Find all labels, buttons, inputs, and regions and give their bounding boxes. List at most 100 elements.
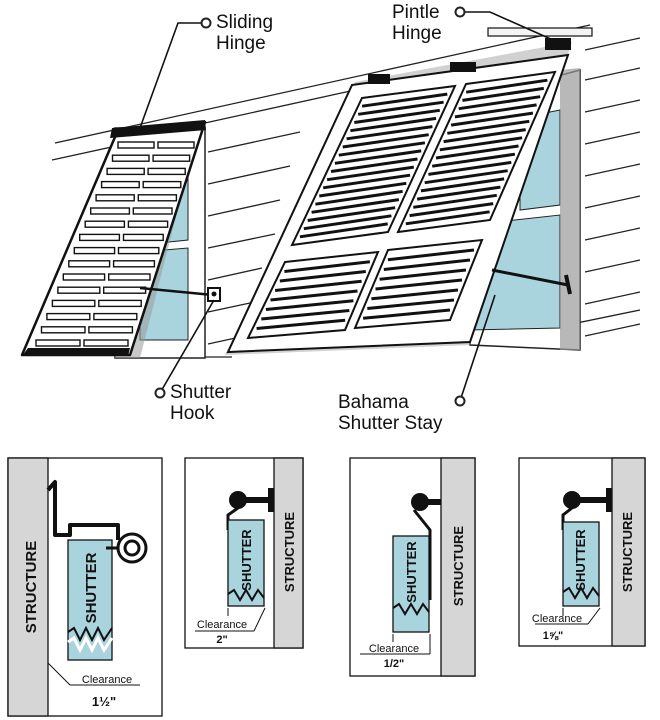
louver-blade <box>462 86 545 102</box>
bahama-stay-line-1: Bahama <box>338 392 409 413</box>
louver-blade <box>311 198 400 214</box>
louver-blade <box>447 119 530 135</box>
louver-slot <box>100 180 140 189</box>
louver-blade <box>409 202 494 218</box>
louver-blade <box>270 289 358 302</box>
louver-blade <box>315 189 403 206</box>
shutter-hook-line-1: Shutter <box>170 382 232 403</box>
louver-slot <box>51 299 96 308</box>
sliding-hinge-line-2: Hinge <box>216 33 266 54</box>
louver-slot <box>107 273 151 281</box>
louver-slot <box>68 260 111 268</box>
pintle-hinge-line-2: Hinge <box>392 23 442 44</box>
louver-slot <box>111 154 150 162</box>
louver-blade <box>346 125 433 141</box>
louver-blade <box>261 309 350 321</box>
louver-slot <box>106 167 145 176</box>
louver-blade <box>383 258 471 271</box>
detail-1-clearance-label: Clearance <box>82 674 132 686</box>
louver-blade <box>284 260 371 273</box>
louver-blade <box>256 318 346 330</box>
louver-blade <box>279 270 366 283</box>
shutter-hook-line-2: Hook <box>170 403 215 424</box>
sliding-hinge-line-1: Sliding <box>216 12 274 33</box>
louver-blade <box>431 152 516 168</box>
detail-4-shutter-label: SHUTTER <box>573 529 588 591</box>
detail-3-structure-label: STRUCTURE <box>451 526 466 606</box>
detail-panel-4 <box>518 457 646 647</box>
louver-slot <box>57 286 101 294</box>
louver-blade <box>413 193 498 209</box>
bahama-stay-hardware <box>491 268 572 295</box>
louver-slot <box>147 167 186 176</box>
louver-blade <box>330 157 418 173</box>
shutter-hook-callout: Shutter Hook <box>170 382 231 424</box>
louver-blade <box>361 92 448 108</box>
bahama-stay-line-2: Shutter Stay <box>338 413 443 434</box>
louver-slot <box>127 220 169 228</box>
louver-blade <box>326 165 415 182</box>
louver-blade <box>454 103 537 119</box>
left-bermuda-shutter <box>20 120 207 357</box>
louver-blade <box>350 116 437 133</box>
detail-3-clearance-label: Clearance <box>369 643 419 655</box>
detail-1-shutter-label: SHUTTER <box>83 552 100 623</box>
louver-slot <box>102 286 147 294</box>
detail-1-clearance-value: 1½" <box>92 694 116 709</box>
louver-slot <box>98 299 142 308</box>
louver-blade <box>362 308 451 320</box>
detail-4-clearance-value: 1⅝" <box>543 630 564 642</box>
louver-blade <box>458 95 541 111</box>
louver-slot <box>62 273 106 281</box>
left-shutter-louvers <box>35 141 195 347</box>
detail-2-clearance-label: Clearance <box>197 619 247 631</box>
louver-blade <box>443 128 526 144</box>
louver-blade <box>357 100 444 116</box>
louver-blade <box>428 160 512 176</box>
louver-blade <box>299 222 388 239</box>
right-bahama-shutter <box>225 27 593 355</box>
louver-blade <box>265 299 354 311</box>
louver-blade <box>307 206 396 222</box>
detail-panel-3 <box>349 457 476 677</box>
louver-blade <box>322 173 411 190</box>
louver-blade <box>379 268 467 281</box>
louver-blade <box>367 298 455 310</box>
detail-4-structure-label: STRUCTURE <box>620 512 635 592</box>
detail-4-clearance-label: Clearance <box>532 613 582 625</box>
louver-slot <box>78 233 121 242</box>
detail-3-shutter-label: SHUTTER <box>404 541 419 603</box>
louver-slot <box>89 207 131 215</box>
louver-blade <box>338 141 426 157</box>
louver-slot <box>83 339 129 347</box>
louver-slot <box>93 312 138 321</box>
detail-3-clearance-value: 1/2" <box>384 658 405 670</box>
louver-blade <box>274 279 362 292</box>
detail-2-structure-label: STRUCTURE <box>282 512 297 592</box>
louver-blade <box>375 278 463 291</box>
detail-2-shutter-label: SHUTTER <box>239 529 254 591</box>
louver-slot <box>152 154 191 162</box>
louver-blade <box>387 248 475 262</box>
louver-slot <box>117 141 155 149</box>
detail-panel-1 <box>7 457 163 717</box>
house-siding <box>51 24 641 358</box>
louver-slot <box>84 220 126 228</box>
louver-blade <box>416 185 501 201</box>
louver-blade <box>435 144 519 160</box>
detail-1-structure-label: STRUCTURE <box>23 541 40 634</box>
louver-blade <box>439 136 523 152</box>
louver-slot <box>73 246 116 255</box>
louver-blade <box>319 181 407 198</box>
louver-slot <box>112 260 156 268</box>
louver-slot <box>40 326 86 334</box>
louver-blade <box>465 78 548 94</box>
louver-blade <box>342 133 429 149</box>
louver-blade <box>371 288 459 301</box>
callout-leaders <box>139 11 554 402</box>
louver-slot <box>137 194 178 202</box>
detail-panel-2 <box>184 457 304 649</box>
pintle-hinge-line-1: Pintle <box>392 2 440 23</box>
